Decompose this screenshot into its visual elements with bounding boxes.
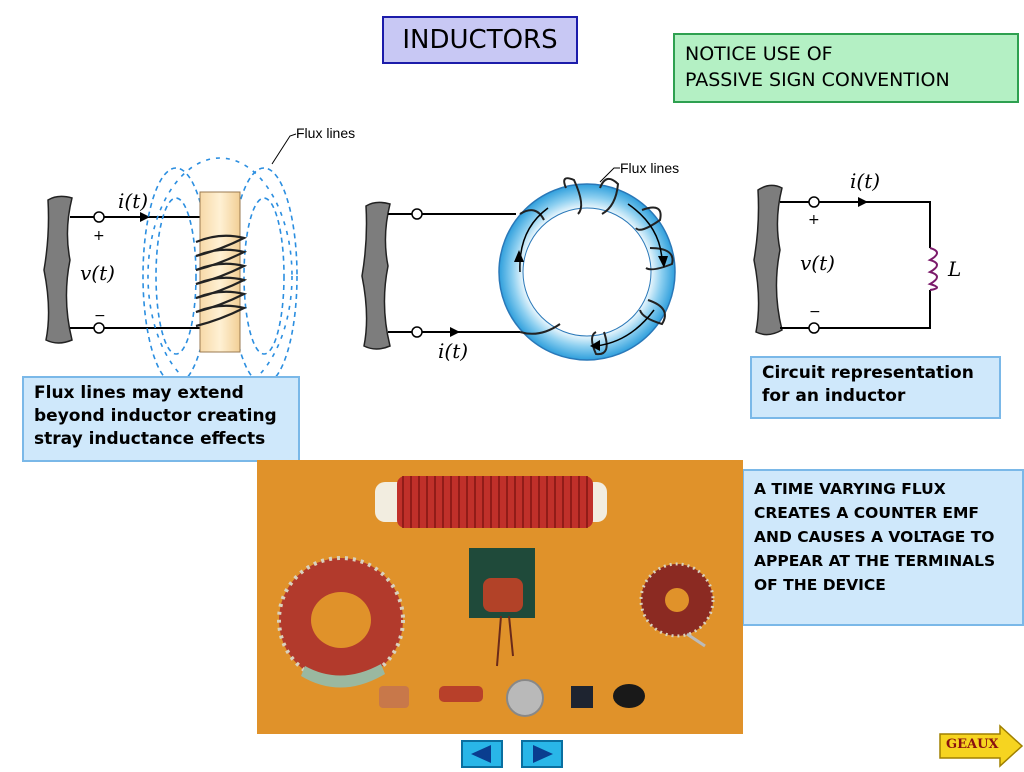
photo-small-toroid [639, 562, 715, 648]
notice-text: NOTICE USE OF PASSIVE SIGN CONVENTION [685, 43, 950, 91]
circuit-source-block [753, 184, 783, 336]
solenoid-diagram: Flux lines i(t) v(t) + − [43, 125, 355, 380]
solenoid-plus-label: + [93, 228, 105, 244]
toroid-flux-label: Flux lines [620, 160, 679, 176]
notice-box: NOTICE USE OF PASSIVE SIGN CONVENTION [673, 33, 1019, 103]
previous-slide-button[interactable] [461, 740, 503, 768]
inductor-diagrams: Flux lines i(t) v(t) + − [43, 125, 961, 380]
circuit-representation-note: Circuit representation for an inductor [750, 356, 1001, 419]
solenoid-current-label: i(t) [118, 189, 148, 213]
photo-small-components [379, 679, 645, 717]
toroid-source-block [361, 201, 391, 350]
source-block [43, 195, 73, 344]
next-slide-button[interactable] [521, 740, 563, 768]
time-varying-flux-note: A TIME VARYING FLUX CREATES A COUNTER EM… [742, 469, 1024, 626]
geaux-label: GEAUX [946, 737, 999, 752]
circuit-voltage-label: v(t) [800, 251, 835, 275]
toroid-current-label: i(t) [438, 339, 468, 363]
circuit-inductor-label: L [947, 257, 961, 281]
geaux-button[interactable]: GEAUX [938, 724, 1024, 768]
arrow-right-icon [939, 724, 1024, 768]
solenoid-voltage-label: v(t) [80, 261, 115, 285]
circuit-current-label: i(t) [850, 169, 880, 193]
circuit-plus-label: + [808, 212, 820, 228]
circuit-diagram: i(t) v(t) L + − [753, 169, 961, 336]
toroid-diagram: Flux lines i(t) [361, 160, 679, 363]
flux-lines-note: Flux lines may extend beyond inductor cr… [22, 376, 300, 462]
inductors-photo [257, 460, 743, 734]
photo-large-toroid [277, 556, 405, 688]
right-triangle-icon [533, 745, 553, 763]
solenoid-flux-label: Flux lines [296, 125, 355, 141]
slide-title: INDUCTORS [382, 16, 578, 64]
inductor-coil-symbol [927, 247, 938, 291]
photo-transformer [469, 548, 535, 667]
photo-rod-inductor [375, 476, 607, 528]
left-triangle-icon [471, 745, 491, 763]
solenoid-minus-label: − [94, 308, 106, 324]
circuit-minus-label: − [809, 304, 821, 320]
